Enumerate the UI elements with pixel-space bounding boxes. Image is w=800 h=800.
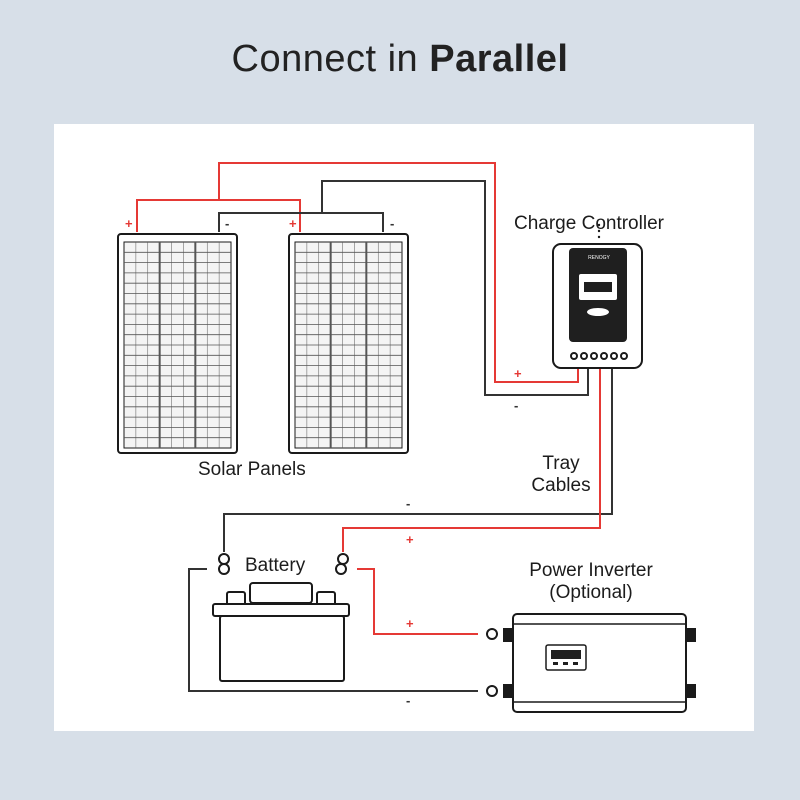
page-title: Connect in Parallel [0, 38, 800, 81]
battery-ring-terminals [218, 553, 498, 697]
negative-wire-panels-trunk [321, 180, 589, 396]
negative-wire-panels-to-controller [218, 212, 384, 232]
tray-cables-label-line1: Tray [542, 453, 580, 474]
polarity-markers: + - + - + - - + + - [125, 216, 522, 708]
controller-negative-marker: - [514, 398, 518, 413]
charge-controller-label: Charge Controller [514, 213, 664, 234]
positive-wire-battery-to-inverter [357, 568, 478, 635]
battery-label: Battery [245, 555, 306, 576]
controller-led-2 [597, 229, 601, 233]
positive-wire-panels-trunk [218, 162, 579, 383]
inverter-positive-marker: + [406, 616, 414, 631]
inverter-ring-terminal-neg [486, 685, 498, 697]
solar-panel-2 [288, 233, 409, 454]
ring-terminal-pos-side [335, 563, 347, 575]
solar-panel-1 [117, 233, 238, 454]
charge-controller: RENOGY [552, 223, 643, 369]
negative-wire-battery-to-inverter [188, 568, 478, 692]
tray-cables-label-line2: Cables [531, 475, 591, 496]
panel1-negative-marker: - [225, 216, 229, 231]
solar-panel-1-cells [124, 242, 231, 448]
title-prefix: Connect in [231, 38, 419, 80]
wires [136, 162, 613, 692]
inverter-negative-marker: - [406, 693, 410, 708]
solar-panels-label: Solar Panels [198, 459, 306, 480]
positive-wire-controller-to-battery [342, 368, 601, 552]
panel2-negative-marker: - [390, 216, 394, 231]
controller-brand: RENOGY [588, 255, 610, 261]
tray-negative-marker: - [406, 496, 410, 511]
controller-terminals [570, 352, 628, 360]
ring-terminal-neg-side [218, 563, 230, 575]
controller-buttons [587, 308, 609, 316]
tray-positive-marker: + [406, 532, 414, 547]
inverter-ring-terminal-pos [486, 628, 498, 640]
controller-positive-marker: + [514, 366, 522, 381]
ring-terminal-pos-top [337, 553, 349, 565]
ring-terminal-neg-top [218, 553, 230, 565]
power-inverter [503, 613, 696, 713]
battery [212, 582, 350, 682]
solar-panel-2-cells [295, 242, 402, 448]
title-emphasis: Parallel [429, 38, 569, 80]
inverter-label-line2: (Optional) [549, 582, 633, 603]
panel1-positive-marker: + [125, 216, 133, 231]
negative-wire-controller-to-battery [223, 368, 613, 552]
inverter-label-line1: Power Inverter [529, 560, 653, 581]
controller-led-3 [597, 235, 601, 239]
panel2-positive-marker: + [289, 216, 297, 231]
controller-led-1 [597, 223, 601, 227]
